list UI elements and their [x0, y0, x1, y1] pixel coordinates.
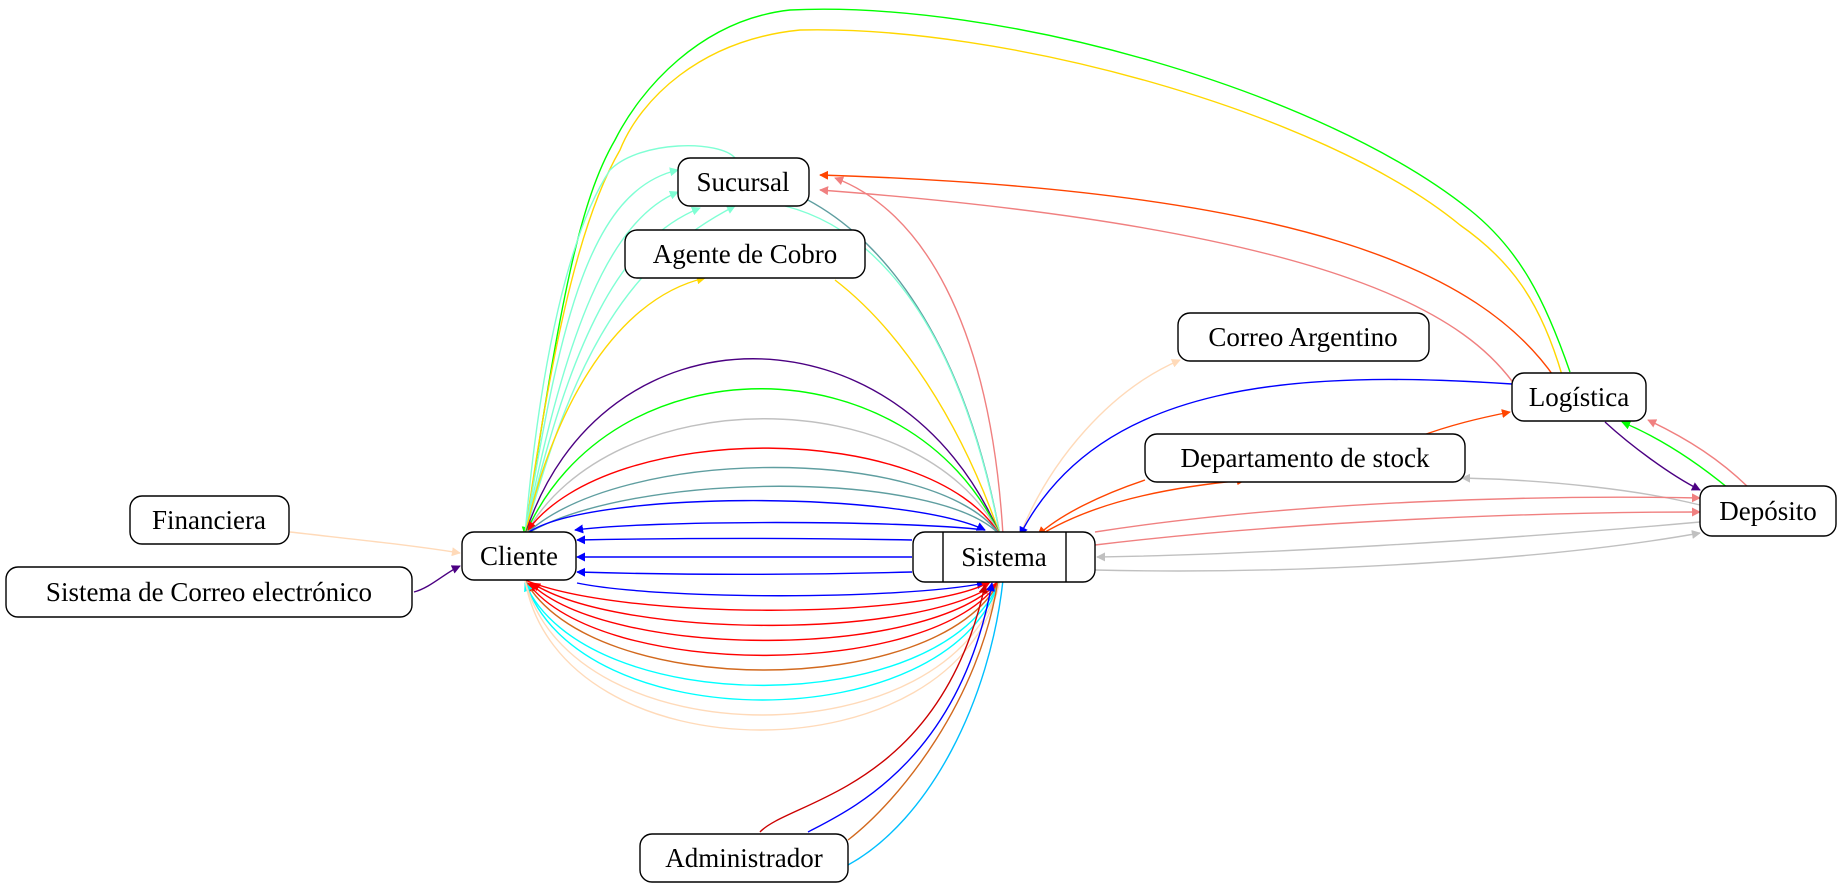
edge-sistema-deposito-silver [1094, 530, 1701, 572]
node-agente-cobro-label: Agente de Cobro [653, 239, 837, 269]
edge-administrador-sistema-chocolate [847, 579, 999, 841]
node-cliente-label: Cliente [480, 541, 558, 571]
node-deposito-label: Depósito [1719, 496, 1817, 526]
node-cliente: Cliente [461, 531, 577, 581]
edge-sistema-correo-argentino [1019, 359, 1181, 536]
edge-sistema-cliente-peach-1 [524, 579, 1001, 716]
edge-sistema-cliente-red [527, 447, 1001, 536]
node-correo-argentino-box [1177, 312, 1430, 362]
edge-financiera-cliente [289, 531, 461, 557]
node-cliente-box [461, 531, 577, 581]
node-financiera: Financiera [129, 495, 290, 545]
edge-logistica-cliente-green [521, 8, 1571, 536]
edge-administrador-sistema-darkred [759, 584, 988, 833]
node-departamento-stock-label: Departamento de stock [1181, 443, 1430, 473]
edge-sistema-deposito-coral-2 [1094, 507, 1701, 546]
edge-departamento-sistema [1037, 479, 1146, 536]
node-deposito-box [1699, 485, 1837, 537]
edge-sucursal-cliente-loop [524, 145, 736, 536]
edge-sistema-cliente-cyan-2 [524, 579, 1001, 701]
edge-cliente-sucursal-3 [524, 206, 701, 536]
node-logistica-box [1511, 372, 1647, 422]
node-sistema-label: Sistema [961, 542, 1047, 572]
edge-sistema-cliente-peach-2 [524, 579, 1001, 731]
node-financiera-box [129, 495, 290, 545]
edge-sistema-cliente-silver [524, 418, 1001, 536]
node-administrador-label: Administrador [665, 843, 822, 873]
node-sistema: Sistema [912, 531, 1096, 583]
node-sistema-correo: Sistema de Correo electrónico [5, 566, 413, 618]
node-agente-cobro-box [624, 229, 866, 279]
edge-sistema-cliente-cadet-2 [524, 485, 1001, 536]
node-administrador: Administrador [639, 833, 849, 883]
edge-sistema-cliente-indigo [524, 358, 1001, 536]
edges [289, 8, 1749, 866]
edge-cliente-sistema-blue-1 [524, 499, 986, 536]
edge-sucursal-sistema-aqua [784, 205, 1001, 536]
edge-sistema-sucursal [834, 176, 1004, 536]
edge-sistema-cliente-green [524, 388, 1001, 536]
node-departamento-stock: Departamento de stock [1144, 433, 1466, 483]
node-sucursal-box [677, 157, 810, 207]
node-financiera-label: Financiera [152, 505, 266, 535]
edge-sistema-cliente-cadet-1 [524, 466, 1001, 536]
node-correo-argentino-label: Correo Argentino [1208, 322, 1397, 352]
node-departamento-stock-box [1144, 433, 1466, 483]
edge-deposito-logistica-coral [1647, 419, 1749, 488]
edge-sistema-departamento [1034, 476, 1246, 539]
edge-sistema-cliente-red-3 [529, 579, 1001, 642]
node-sistema-correo-label: Sistema de Correo electrónico [46, 577, 372, 607]
edge-agente-sistema [834, 279, 1001, 536]
edge-sistema-cliente-blue-4 [576, 567, 913, 577]
node-deposito: Depósito [1699, 485, 1837, 537]
edge-sistema-deposito-coral-1 [1094, 493, 1701, 533]
node-sucursal: Sucursal [677, 157, 810, 207]
edge-cliente-sucursal-2 [524, 190, 679, 536]
node-agente-cobro: Agente de Cobro [624, 229, 866, 279]
edge-administrador-sistema-blue [807, 582, 995, 833]
node-sistema-box [912, 531, 1096, 583]
node-sistema-correo-box [5, 566, 413, 618]
edge-deposito-sistema-silver [1096, 521, 1701, 562]
edge-sistema-cliente-chocolate [524, 579, 1001, 671]
node-correo-argentino: Correo Argentino [1177, 312, 1430, 362]
edge-cliente-sucursal-1 [524, 167, 679, 536]
node-logistica: Logística [1511, 372, 1647, 422]
edge-logistica-sucursal [819, 170, 1556, 379]
node-administrador-box [639, 833, 849, 883]
nodes: Sucursal Agente de Cobro Correo Argentin… [5, 157, 1837, 883]
edge-sistema-cliente-red-4 [527, 579, 1001, 657]
edge-correo-cliente [413, 565, 461, 593]
edge-logistica-cliente-gold [524, 29, 1563, 536]
edge-administrador-sistema-skyblue [847, 579, 1004, 866]
edge-departamento-logistica [1417, 409, 1511, 438]
edge-cliente-sistema-red-1 [524, 579, 991, 611]
edge-cliente-agente [524, 275, 706, 536]
edge-logistica-sistema [1019, 378, 1513, 536]
edge-deposito-sucursal [819, 186, 1518, 389]
edge-deposito-logistica-green [1621, 420, 1729, 489]
edge-cliente-sistema-blue-5 [576, 580, 986, 597]
edge-deposito-departamento [1461, 473, 1701, 506]
edge-sistema-cliente-red-2 [531, 579, 1001, 627]
edge-sistema-cliente-blue-1 [574, 521, 986, 534]
edge-sistema-cliente-blue-2 [576, 535, 913, 545]
node-sucursal-label: Sucursal [697, 167, 790, 197]
edge-sistema-cliente-cyan-1 [524, 579, 1001, 687]
edge-logistica-deposito [1604, 421, 1701, 491]
node-logistica-label: Logística [1529, 382, 1629, 412]
